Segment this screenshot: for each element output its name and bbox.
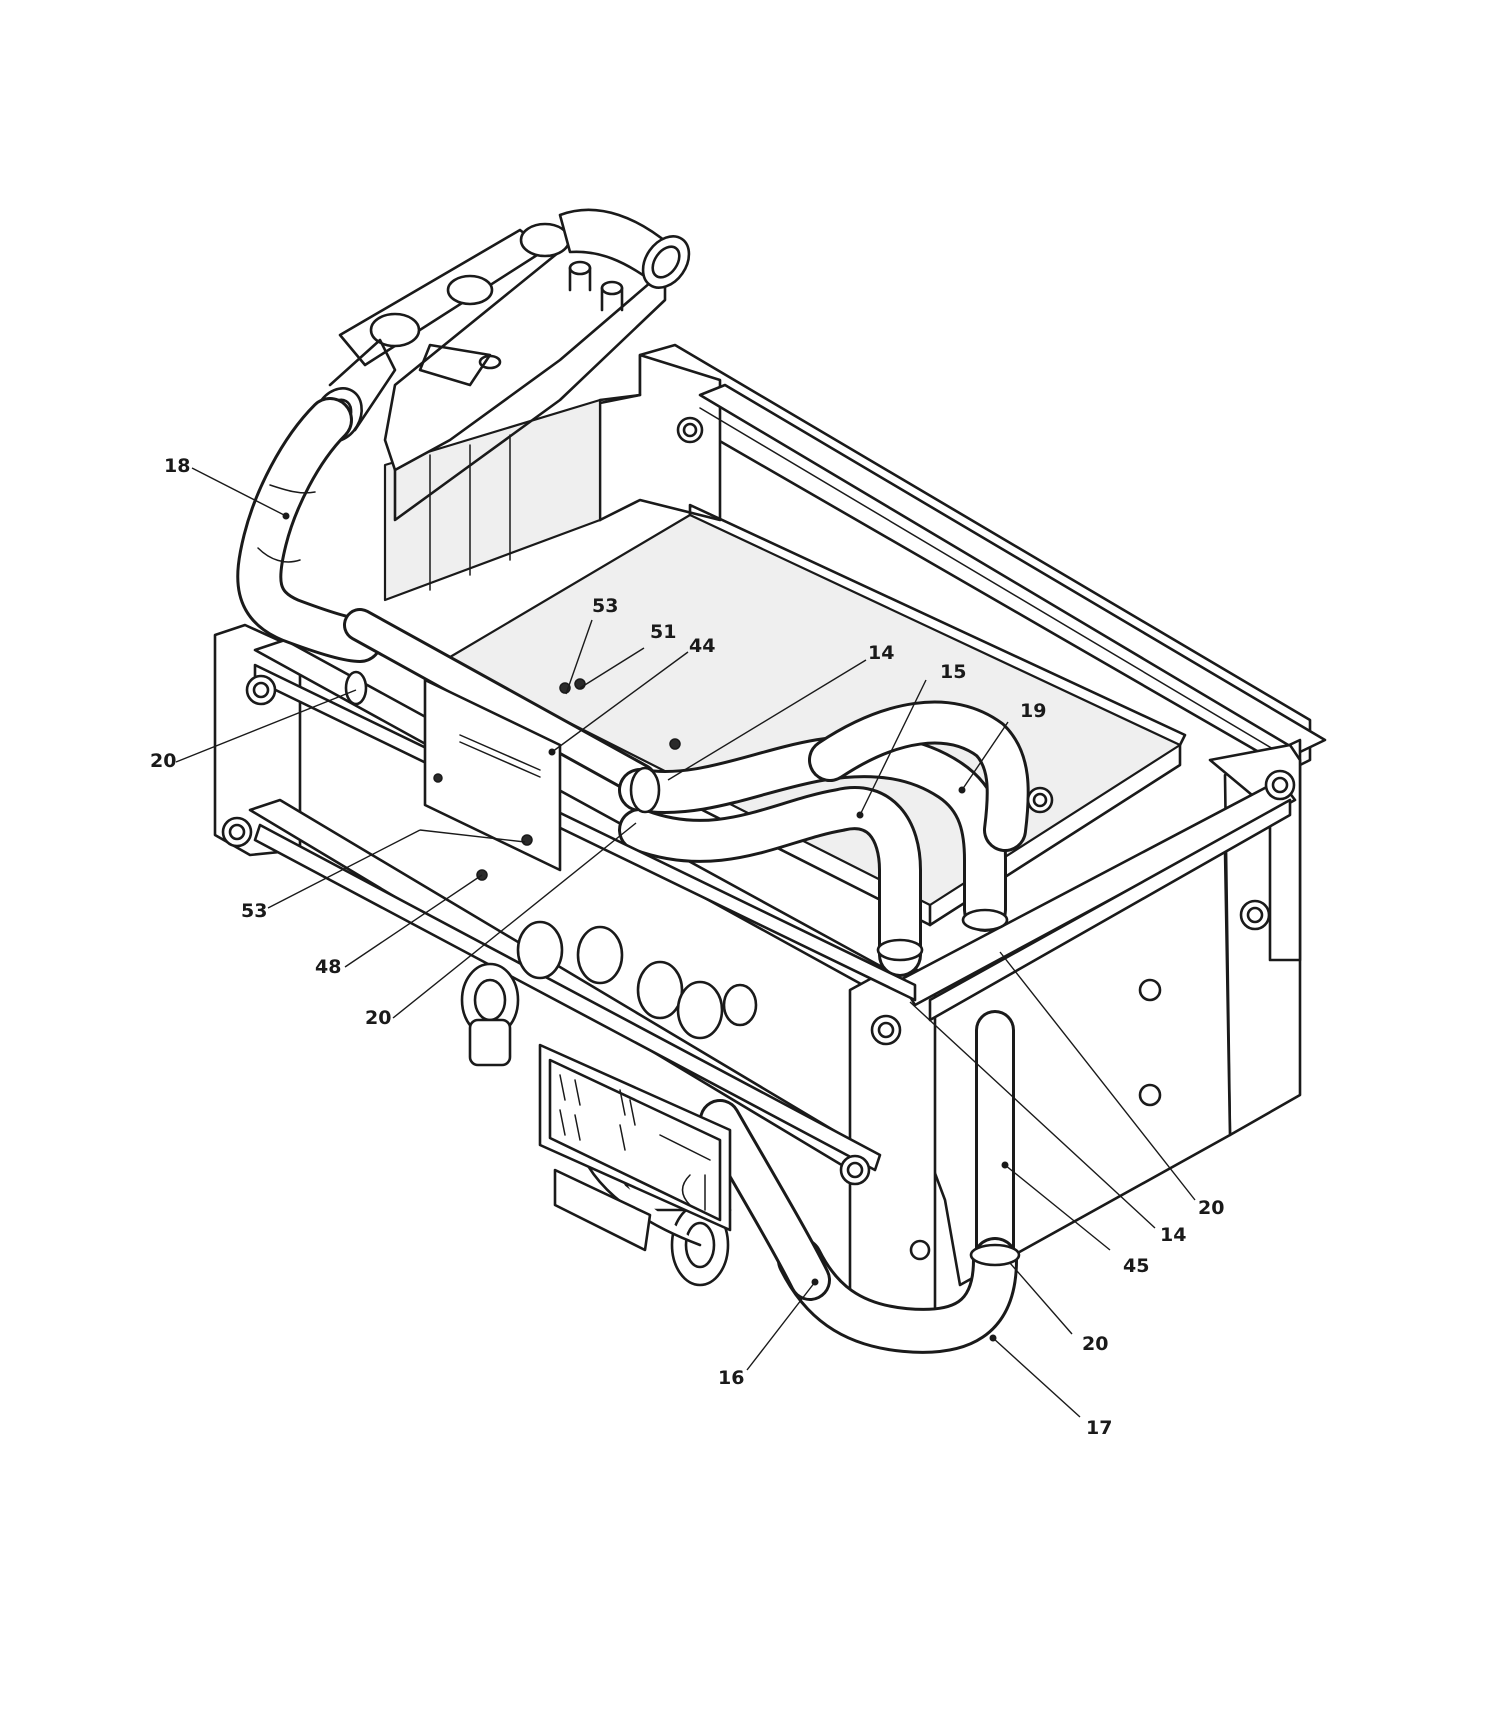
callout-14-right: 14 [1160,1224,1186,1246]
control-decal [538,1043,732,1232]
callout-20-left: 20 [150,750,176,772]
leader-lines [175,467,1196,1418]
callout-17: 17 [1086,1417,1112,1439]
callout-45: 45 [1123,1255,1149,1277]
callout-53-bottom: 53 [241,900,267,922]
callout-14-top: 14 [868,642,894,664]
hoses [236,397,1030,1354]
hose-clamps [344,670,1162,1267]
callout-53-top: 53 [592,595,618,617]
callout-19: 19 [1020,700,1046,722]
callout-16: 16 [718,1367,744,1389]
callout-18: 18 [164,455,190,477]
callout-15: 15 [940,661,966,683]
callout-20-mid: 20 [365,1007,391,1029]
plate-44 [423,678,562,872]
callout-51: 51 [650,621,676,643]
callout-48: 48 [315,956,341,978]
callout-20-bottom: 20 [1082,1333,1108,1355]
callout-labels: 18 53 51 44 14 15 19 20 53 48 20 20 14 4… [150,455,1224,1439]
callout-44: 44 [689,635,715,657]
front-rails [221,416,1296,1186]
callout-20-right: 20 [1198,1197,1224,1219]
